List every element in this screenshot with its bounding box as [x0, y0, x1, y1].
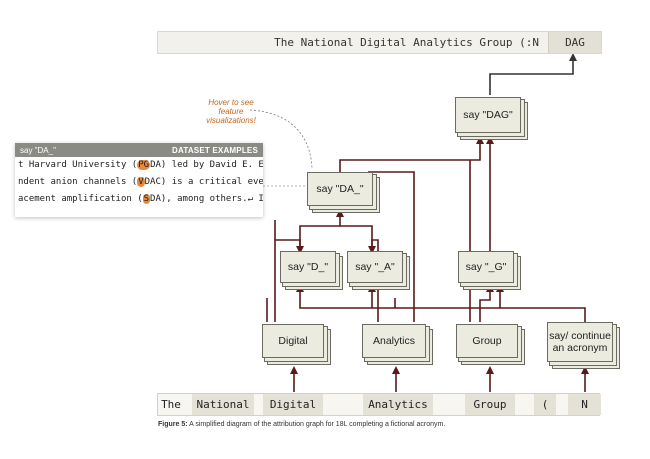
node-say-dag[interactable]: say "DAG"	[455, 97, 521, 133]
node-say-g[interactable]: say "_G"	[458, 251, 514, 283]
highlighted-token: S	[142, 194, 151, 204]
figure-caption: Figure 5: A simplified diagram of the at…	[158, 421, 445, 428]
input-token[interactable]: (	[534, 394, 556, 415]
output-prompt-text: The National Digital Analytics Group (:N	[274, 36, 539, 49]
panel-header: say "DA_" DATASET EXAMPLES	[15, 143, 263, 157]
panel-feature-title: say "DA_"	[20, 145, 56, 155]
caption-text: A simplified diagram of the attribution …	[187, 421, 446, 428]
node-group[interactable]: Group	[456, 324, 518, 358]
input-token[interactable]: Digital	[263, 394, 323, 415]
node-say-a[interactable]: say "_A"	[347, 251, 403, 283]
highlighted-token: V	[137, 177, 145, 187]
input-token[interactable]: Group	[465, 394, 515, 415]
highlighted-token: PG	[137, 160, 151, 170]
hover-hint: Hover to see feature visualizations!	[206, 98, 256, 125]
dataset-examples-panel: say "DA_" DATASET EXAMPLES t Harvard Uni…	[15, 143, 263, 217]
node-acronym[interactable]: say/ continue an acronym	[547, 322, 613, 362]
input-token[interactable]: Analytics	[363, 394, 433, 415]
output-token-bar: The National Digital Analytics Group (:N…	[157, 31, 602, 54]
dataset-example-row: t Harvard University (PGDA) led by David…	[18, 160, 263, 170]
input-token[interactable]: N	[568, 394, 601, 415]
caption-label: Figure 5:	[158, 421, 188, 428]
input-token[interactable]: National	[192, 394, 254, 415]
input-token[interactable]: The	[158, 394, 184, 415]
panel-label: DATASET EXAMPLES	[171, 145, 258, 155]
node-digital[interactable]: Digital	[262, 324, 324, 358]
node-say-d[interactable]: say "D_"	[280, 251, 336, 283]
input-token-bar: The National Digital Analytics Group ( N	[157, 393, 601, 416]
node-say-da[interactable]: say "DA_"	[307, 172, 373, 206]
dataset-example-row: ndent anion channels (VDAC) is a critica…	[18, 177, 263, 187]
output-answer-token[interactable]: DAG	[548, 32, 601, 53]
node-analytics[interactable]: Analytics	[362, 324, 426, 358]
dataset-example-row: acement amplification (SDA), among other…	[18, 194, 263, 204]
